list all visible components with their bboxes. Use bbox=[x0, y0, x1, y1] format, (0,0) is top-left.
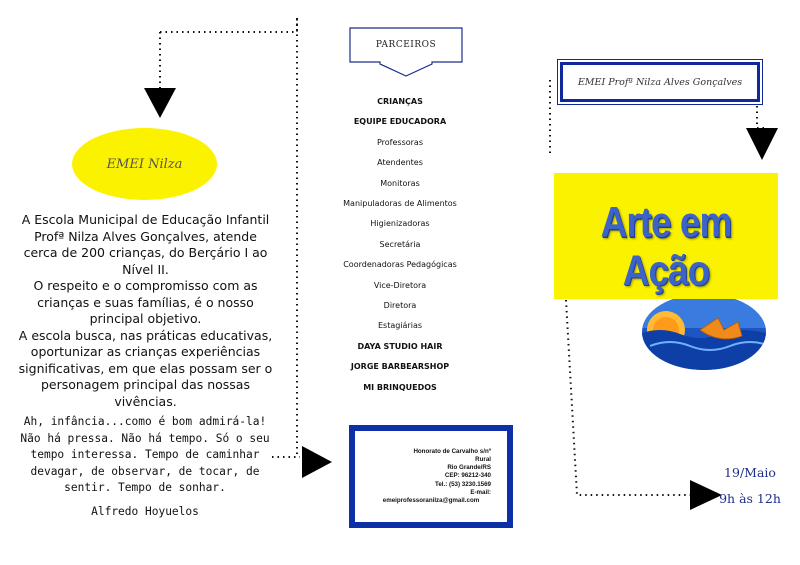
arrow-right-icon bbox=[302, 446, 332, 478]
school-name: EMEI Profª Nilza Alves Gonçalves bbox=[577, 76, 743, 88]
quote-line: sentir. Tempo de sonhar. bbox=[64, 481, 226, 494]
contact-email[interactable]: emeiprofessoranilza@gmail.com bbox=[382, 497, 480, 504]
contact-box: Honorato de Carvalho s/nº Rural Rio Gran… bbox=[349, 425, 513, 528]
school-name-box: EMEI Profª Nilza Alves Gonçalves bbox=[557, 59, 763, 105]
quote-line: Não há pressa. Não há tempo. Só o seu bbox=[20, 431, 270, 445]
arrow-down-icon bbox=[746, 128, 778, 160]
partner-item: Monitoras bbox=[380, 178, 420, 188]
contact-city: Rio Grande/RS bbox=[447, 464, 491, 472]
partner-item: Estagiárias bbox=[377, 321, 423, 331]
partner-item: JORGE BARBEARSHOP bbox=[350, 362, 450, 372]
contact-street: Honorato de Carvalho s/nº bbox=[413, 447, 491, 455]
event-time: 9h às 12h bbox=[719, 491, 781, 506]
partner-item: Secretária bbox=[379, 239, 421, 249]
partner-item: CRIANÇAS bbox=[377, 97, 423, 106]
parceiros-arrow-shape bbox=[349, 27, 463, 77]
partner-item: EQUIPE EDUCADORA bbox=[353, 117, 447, 127]
partner-item: MI BRINQUEDOS bbox=[363, 382, 437, 392]
dotted-connector bbox=[565, 299, 690, 496]
intro-paragraph: A Escola Municipal de Educação Infantil … bbox=[21, 212, 270, 277]
quote-line: Ah, infância...como é bom admirá-la! bbox=[23, 415, 267, 428]
quote-block: Ah, infância...como é bom admirá-la! Não… bbox=[20, 414, 270, 497]
quote-line: devagar, de observar, de tocar, de bbox=[30, 464, 260, 478]
partner-item: Vice-Diretora bbox=[373, 280, 427, 290]
contact-email-label: E-mail: bbox=[470, 488, 491, 496]
school-badge: EMEI Nilza bbox=[72, 128, 217, 200]
partner-item: Atendentes bbox=[377, 158, 423, 168]
partner-item: Coordenadoras Pedagógicas bbox=[343, 260, 457, 270]
partners-header: PARCEIROS bbox=[375, 40, 437, 50]
partner-item: DAYA STUDIO HAIR bbox=[357, 341, 443, 351]
contact-cep: CEP: 96212-340 bbox=[444, 472, 491, 480]
contact-area: Rural bbox=[475, 455, 491, 463]
partner-item: Diretora bbox=[383, 301, 417, 311]
arrow-right-icon bbox=[690, 480, 722, 510]
intro-paragraph: O respeito e o compromisso com as crianç… bbox=[33, 278, 258, 326]
dotted-connector bbox=[160, 18, 298, 33]
event-date: 19/Maio bbox=[724, 465, 776, 480]
school-description: A Escola Municipal de Educação Infantil … bbox=[18, 212, 273, 410]
event-schedule: 19/Maio 9h às 12h bbox=[700, 460, 800, 512]
arrow-down-icon bbox=[144, 88, 176, 118]
intro-paragraph: A escola busca, nas práticas educativas,… bbox=[18, 327, 273, 409]
partner-item: Professoras bbox=[376, 137, 424, 147]
school-badge-text: EMEI Nilza bbox=[106, 156, 183, 172]
contact-phone: Tel.: (53) 3230.1569 bbox=[435, 480, 491, 488]
event-title-background bbox=[554, 173, 778, 299]
partner-item: Higienizadoras bbox=[370, 219, 430, 229]
event-title: Arte em Ação bbox=[600, 198, 733, 295]
quote-line: tempo interessa. Tempo de caminhar bbox=[30, 448, 260, 461]
quote-author: Alfredo Hoyuelos bbox=[91, 505, 199, 518]
partner-item: Manipuladoras de Alimentos bbox=[343, 199, 457, 209]
sunset-ocean-logo bbox=[642, 294, 766, 370]
